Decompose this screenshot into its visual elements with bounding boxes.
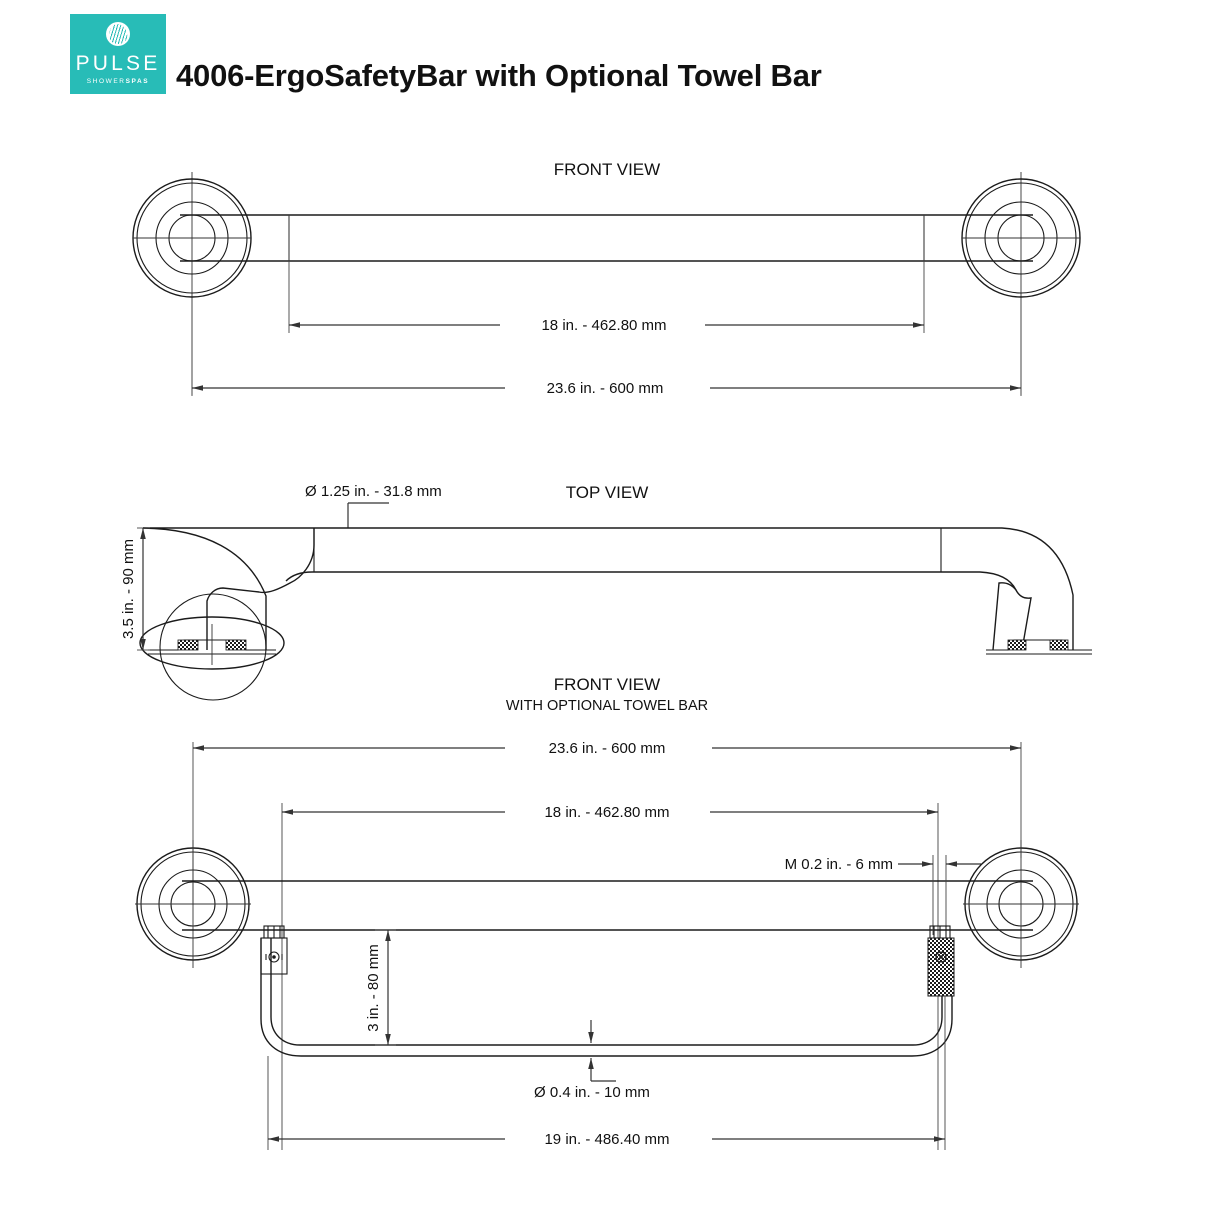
dimension-towel-width-text: 19 in. - 486.40 mm [544,1131,669,1148]
dimension-towel-inner-text: 18 in. - 462.80 mm [544,804,669,821]
pulse-showerspas-logo: PULSE SHOWERSPAS [70,14,166,94]
brand-tagline-light: SHOWER [86,78,126,85]
top-view-bar-profile [142,527,1074,651]
leader-tube-diameter: Ø 1.25 in. - 31.8 mm [305,483,442,528]
brand-name: PULSE [75,52,161,75]
dimension-towel-overall-text: 23.6 in. - 600 mm [549,740,666,757]
towel-left-flange [135,840,251,968]
front-towel-view-sublabel: WITH OPTIONAL TOWEL BAR [506,698,708,714]
top-left-base-flange [139,616,285,670]
towel-bar-rod [260,938,953,1057]
top-view-label: TOP VIEW [566,483,649,502]
dimension-bracket-thickness-text: M 0.2 in. - 6 mm [785,856,893,873]
dimension-towel-width: 19 in. - 486.40 mm [267,996,946,1150]
dimension-towel-rod-diameter-text: Ø 0.4 in. - 10 mm [534,1084,650,1101]
front-grab-bar-tube [180,214,1033,262]
towel-right-flange [963,840,1079,968]
top-right-base-flange [986,639,1092,655]
dimension-standoff-depth: 3.5 in. - 90 mm [120,527,150,651]
top-view-group: TOP VIEW Ø 1.25 in. - 31.8 mm [120,483,1092,701]
dimension-towel-overall: 23.6 in. - 600 mm [193,740,1021,757]
towel-left-clamp [260,925,288,975]
page-title: 4006-ErgoSafetyBar with Optional Towel B… [176,58,822,93]
front-towel-view-group: FRONT VIEW WITH OPTIONAL TOWEL BAR 23.6 … [135,675,1079,1150]
dimension-front-inner: 18 in. - 462.80 mm [289,317,924,334]
dimension-front-overall-text: 23.6 in. - 600 mm [547,380,664,397]
dimension-towel-inner: 18 in. - 462.80 mm [282,804,938,821]
dimension-towel-drop-text: 3 in. - 80 mm [365,944,382,1032]
dimension-tube-diameter-text: Ø 1.25 in. - 31.8 mm [305,483,442,500]
dimension-towel-rod-diameter: Ø 0.4 in. - 10 mm [534,1020,650,1101]
towel-grab-bar-tube [182,880,1033,931]
dimension-bracket-thickness: M 0.2 in. - 6 mm [785,855,981,935]
dimension-towel-drop: 3 in. - 80 mm [365,929,396,1046]
front-towel-view-label: FRONT VIEW [554,675,660,694]
dimension-front-inner-text: 18 in. - 462.80 mm [541,317,666,334]
towel-right-clamp [927,925,955,997]
dimension-front-overall: 23.6 in. - 600 mm [192,380,1021,397]
showerhead-icon [106,22,130,46]
top-view-detail-circle [159,593,267,701]
front-view-label: FRONT VIEW [554,160,660,179]
front-view-group: FRONT VIEW [132,160,1081,397]
brand-tagline: SHOWERSPAS [86,78,150,86]
brand-tagline-bold: SPAS [125,78,150,85]
dimension-standoff-depth-text: 3.5 in. - 90 mm [120,539,137,639]
